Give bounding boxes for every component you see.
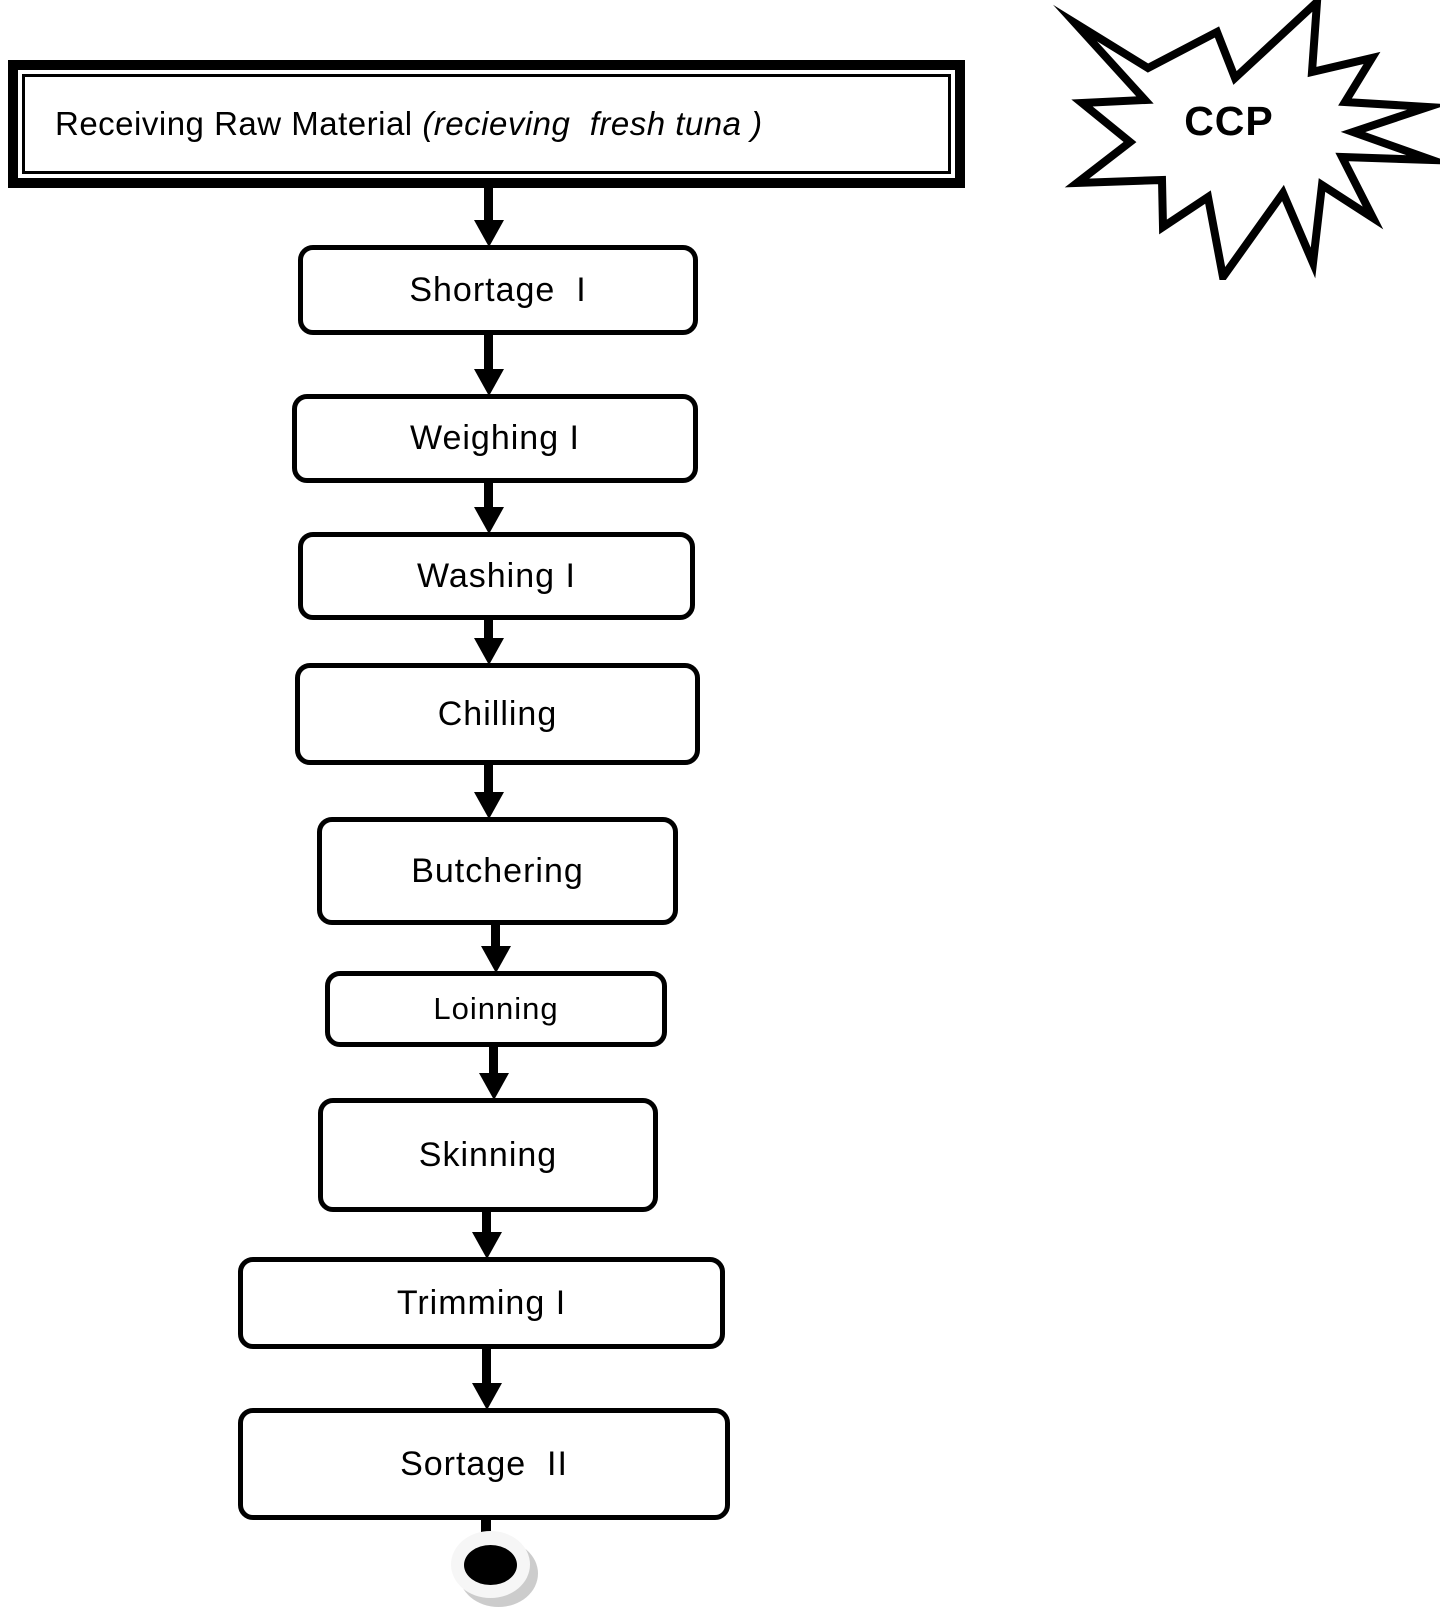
terminator-stem (481, 1516, 491, 1538)
title-subtext: (recieving fresh tuna ) (422, 105, 763, 142)
ccp-starburst: CCP (1040, 0, 1440, 280)
ccp-label: CCP (1184, 98, 1274, 144)
arrow-head-icon (481, 946, 511, 973)
step-box-sortage-ii: Sortage II (238, 1408, 730, 1520)
receiving-raw-material-label-row: Receiving Raw Material (recieving fresh … (22, 74, 951, 174)
arrow-stem (484, 333, 493, 369)
arrow-head-icon (472, 1383, 502, 1410)
arrow-head-icon (474, 220, 504, 247)
arrow-head-icon (474, 369, 504, 396)
step-box-weighing-i: Weighing I (292, 394, 698, 483)
arrow-head-icon (474, 507, 504, 534)
arrow-head-icon (474, 792, 504, 819)
step-label: Skinning (418, 1135, 558, 1174)
step-box-shortage-i: Shortage I (298, 245, 698, 335)
step-box-loinning: Loinning (325, 971, 667, 1047)
arrow-head-icon (474, 638, 504, 665)
step-box-butchering: Butchering (317, 817, 678, 925)
step-box-trimming-i: Trimming I (238, 1257, 725, 1349)
arrow-stem (484, 618, 493, 638)
title-text: Receiving Raw Material (55, 105, 423, 142)
arrow-stem (484, 186, 493, 220)
terminator-dot-icon (464, 1545, 517, 1585)
receiving-raw-material-box: Receiving Raw Material (recieving fresh … (8, 60, 965, 188)
step-label: Chilling (437, 694, 558, 733)
step-label: Weighing I (409, 419, 581, 457)
arrow-stem (482, 1346, 491, 1383)
step-label: Loinning (433, 991, 559, 1026)
starburst-shape (1052, 0, 1440, 280)
step-box-washing-i: Washing I (298, 532, 695, 620)
arrow-stem (491, 923, 500, 946)
arrow-head-icon (472, 1232, 502, 1259)
arrow-stem (489, 1045, 498, 1073)
arrow-head-icon (479, 1073, 509, 1100)
starburst-icon (1052, 0, 1440, 280)
step-label: Sortage II (400, 1444, 568, 1483)
step-label: Butchering (411, 851, 584, 890)
step-label: Shortage I (409, 270, 587, 309)
step-box-chilling: Chilling (295, 663, 700, 765)
step-label: Washing I (417, 556, 576, 595)
arrow-stem (484, 763, 493, 792)
step-label: Trimming I (396, 1283, 567, 1322)
step-box-skinning: Skinning (318, 1098, 658, 1212)
arrow-stem (482, 1210, 491, 1232)
arrow-stem (484, 481, 493, 507)
